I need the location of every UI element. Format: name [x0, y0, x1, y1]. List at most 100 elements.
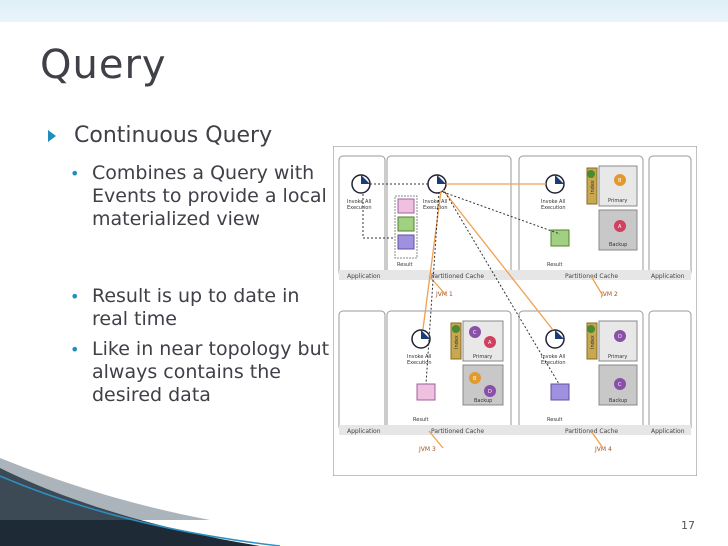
label-application-tr: Application	[651, 273, 685, 280]
label-index-3: Index	[454, 335, 460, 349]
application-box-bottom-left	[338, 310, 386, 432]
label-index-4: Index	[590, 335, 596, 349]
label-backup-4: Backup	[609, 398, 627, 404]
label-result-3: Result	[413, 417, 428, 423]
index-star-icon	[587, 170, 595, 178]
label-jvm1: JVM 1	[435, 291, 453, 298]
slide-title: Query	[40, 42, 167, 88]
label-partitioned-cache-1: Partitioned Cache	[431, 273, 484, 280]
partition-d-icon	[484, 385, 496, 397]
result-entry-icon	[416, 383, 436, 401]
label-backup-3: Backup	[474, 398, 492, 404]
bottom-swoosh-decoration	[0, 458, 281, 546]
swoosh-light	[0, 458, 210, 520]
result-entry-icon	[397, 234, 415, 250]
main-bullet-text: Continuous Query	[74, 123, 273, 148]
partition-a-icon	[484, 336, 496, 348]
label-jvm2: JVM 2	[600, 291, 618, 298]
bullet-dot-icon: •	[70, 164, 80, 183]
bottom-label-bar	[339, 425, 691, 435]
index-star-icon	[452, 325, 460, 333]
result-arrow	[425, 191, 440, 385]
result-arrow	[442, 191, 561, 235]
result-entry-icon	[550, 383, 570, 401]
query-arrow	[422, 190, 442, 330]
label-jvm3: JVM 3	[418, 446, 436, 453]
backup-box-jvm3	[462, 364, 504, 406]
label-invoke-all-5: Invoke All	[541, 354, 565, 360]
label-backup-2: Backup	[609, 242, 627, 248]
label-a-2: A	[488, 340, 492, 346]
label-invoke-all-4: Invoke All	[407, 354, 431, 360]
label-execution-2: Execution	[423, 205, 448, 211]
bullet-dot-icon: •	[70, 287, 80, 306]
query-arrow	[590, 430, 604, 449]
label-application-br: Application	[651, 428, 685, 435]
application-box-top-right	[648, 155, 692, 277]
index-bar-jvm3	[450, 322, 462, 360]
label-primary-2: Primary	[608, 198, 627, 204]
invoke-all-arrow-icon	[555, 175, 564, 184]
invoke-all-arrow-icon	[421, 330, 430, 339]
result-entry-icon	[397, 198, 415, 214]
label-primary-3: Primary	[473, 354, 492, 360]
invoke-all-arrow-icon	[555, 330, 564, 339]
label-primary-4: Primary	[608, 354, 627, 360]
query-arrow	[428, 430, 444, 449]
index-star-icon	[587, 325, 595, 333]
page-number: 17	[681, 519, 695, 532]
label-execution-1: Execution	[347, 205, 372, 211]
invoke-all-arrow-icon	[437, 175, 446, 184]
label-result-4: Result	[547, 417, 562, 423]
application-box-top-left	[338, 155, 386, 277]
primary-box-jvm2	[598, 165, 638, 207]
label-a-1: A	[618, 224, 622, 230]
result-entry-icon	[397, 216, 415, 232]
result-arrow	[444, 191, 560, 385]
continuous-query-diagram: Application Partitioned Cache Partitione…	[333, 146, 697, 476]
query-arrow	[442, 189, 554, 331]
partition-b-icon	[469, 372, 481, 384]
partition-c-icon	[614, 378, 626, 390]
application-box-bottom-right	[648, 310, 692, 432]
label-application-tl: Application	[347, 273, 381, 280]
slide-top-band	[0, 0, 728, 22]
partition-d-icon	[614, 330, 626, 342]
label-b-2: B	[473, 376, 477, 382]
label-d-1: D	[488, 389, 492, 395]
label-index-2: Index	[590, 180, 596, 194]
label-result-2: Result	[547, 262, 562, 268]
primary-box-jvm3	[462, 320, 504, 362]
label-execution-4: Execution	[407, 360, 432, 366]
label-d-2: D	[618, 334, 622, 340]
bullet-dot-icon: •	[70, 340, 80, 359]
bullet-arrow-icon	[48, 130, 56, 142]
label-execution-5: Execution	[541, 360, 566, 366]
partition-c-icon	[469, 326, 481, 338]
label-application-bl: Application	[347, 428, 381, 435]
query-arrow	[590, 275, 604, 297]
label-result-1: Result	[397, 262, 412, 268]
label-invoke-all-3: Invoke All	[541, 199, 565, 205]
invoke-all-arrow-icon	[361, 175, 370, 184]
query-arrow	[428, 275, 448, 297]
sub-bullet-text: Combines a Query with Events to provide …	[92, 162, 327, 230]
label-invoke-all-2: Invoke All	[423, 199, 447, 205]
label-b-1: B	[618, 178, 622, 184]
label-c-2: C	[618, 382, 622, 388]
result-entry-icon	[550, 229, 570, 247]
index-bar-jvm2	[586, 167, 598, 205]
label-c-1: C	[473, 330, 477, 336]
sub-bullet-text: Like in near topology but always contain…	[92, 338, 330, 406]
label-jvm4: JVM 4	[594, 446, 612, 453]
swoosh-accent	[0, 475, 281, 546]
label-execution-3: Execution	[541, 205, 566, 211]
top-label-bar	[339, 270, 691, 280]
partition-b-icon	[614, 174, 626, 186]
swoosh-dark	[0, 468, 260, 546]
label-invoke-all-1: Invoke All	[347, 199, 371, 205]
index-bar-jvm4	[586, 322, 598, 360]
sub-bullet-text: Result is up to date in real time	[92, 285, 300, 330]
label-partitioned-cache-3: Partitioned Cache	[431, 428, 484, 435]
partition-a-icon	[614, 220, 626, 232]
